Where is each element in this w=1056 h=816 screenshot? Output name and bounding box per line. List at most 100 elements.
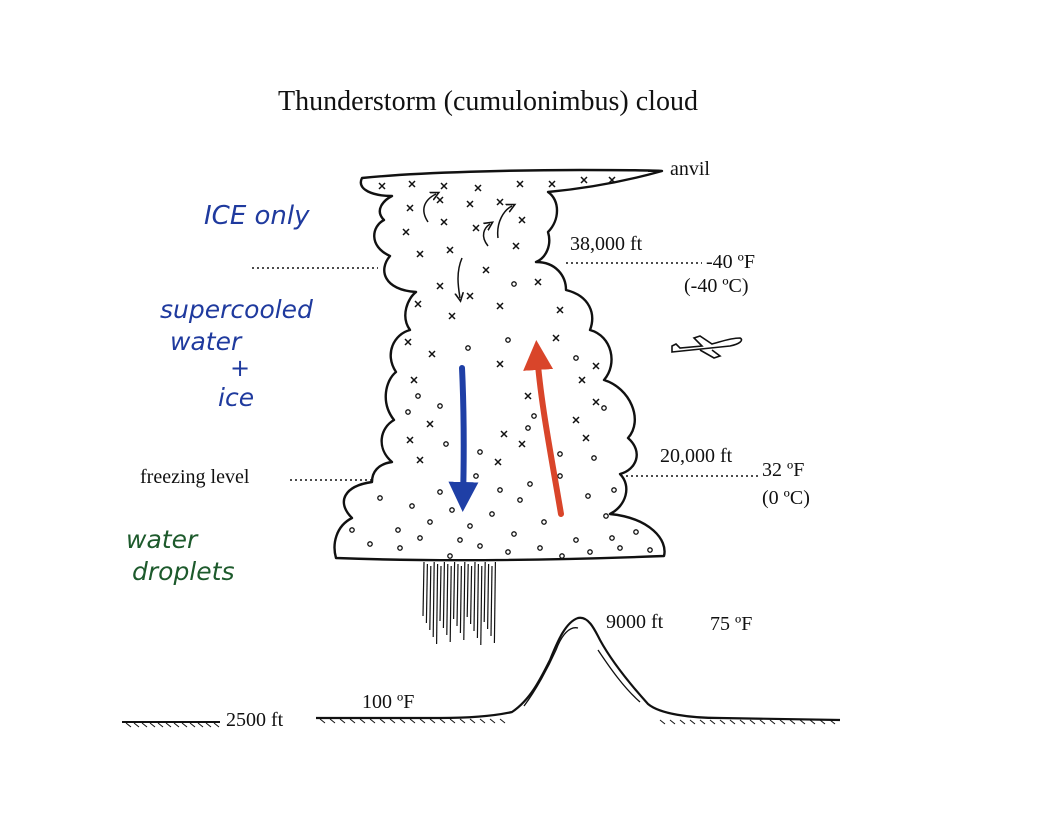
ground-hatch-mark — [749, 719, 756, 725]
ground-hatch-mark — [165, 722, 172, 728]
water-droplet-mark — [511, 281, 517, 287]
ice-crystal-mark — [516, 180, 524, 188]
ice-crystal-mark — [534, 278, 542, 286]
water-droplet-mark — [409, 503, 415, 509]
ground-hatch-mark — [133, 722, 140, 728]
water-droplet-mark — [531, 413, 537, 419]
water-droplet-mark — [473, 473, 479, 479]
water-droplet-mark — [591, 455, 597, 461]
ground-hatch-mark — [789, 719, 796, 725]
ground-hatch-mark — [449, 718, 456, 724]
ice-crystal-mark — [426, 420, 434, 428]
ground-hatch-mark — [149, 722, 156, 728]
water-droplet-mark — [405, 409, 411, 415]
ground-hatch-mark — [205, 722, 212, 728]
ice-crystal-mark — [518, 216, 526, 224]
ice-crystals — [378, 176, 616, 466]
rain-line — [470, 565, 473, 625]
ice-crystal-mark — [496, 198, 504, 206]
ice-crystal-mark — [552, 334, 560, 342]
ground-hatch-mark — [759, 719, 766, 725]
water-droplet-mark — [517, 497, 523, 503]
cloud-outline — [333, 168, 666, 562]
ice-crystal-mark — [436, 282, 444, 290]
rain-line — [466, 563, 469, 618]
water-droplet-mark — [505, 337, 511, 343]
ground-hatch-mark — [659, 719, 666, 725]
ice-crystal-mark — [402, 228, 410, 236]
ice-crystal-mark — [512, 242, 520, 250]
rain-line — [453, 561, 456, 620]
rain-line — [476, 563, 479, 639]
water-droplet-mark — [489, 511, 495, 517]
ground-hatch-mark — [829, 719, 836, 725]
ground-hatch-mark — [719, 719, 726, 725]
ice-crystal-mark — [524, 392, 532, 400]
water-droplet-mark — [603, 513, 609, 519]
label-alt-2500: 2500 ft — [226, 709, 284, 731]
ground-hatch-mark — [389, 718, 396, 724]
ground-hatch-mark — [197, 722, 204, 728]
label-temp-100f: 100 ºF — [362, 691, 414, 713]
water-droplet-mark — [367, 541, 373, 547]
rain-line — [463, 561, 466, 641]
water-droplet-mark — [601, 405, 607, 411]
water-droplet-mark — [465, 345, 471, 351]
rain-line — [439, 565, 442, 622]
ground-hatch-mark — [359, 718, 366, 724]
ground-hatch-mark — [213, 722, 220, 728]
water-droplet-mark — [647, 547, 653, 553]
water-droplet-mark — [397, 545, 403, 551]
ground-hatch-mark — [809, 719, 816, 725]
ground-hatch-mark — [489, 718, 496, 724]
water-droplet-mark — [417, 535, 423, 541]
water-droplet-mark — [541, 519, 547, 525]
rain-line — [442, 561, 445, 629]
ground-hatch-mark — [319, 718, 326, 724]
label-temp-75f: 75 ºF — [710, 613, 752, 635]
ground-hatching — [125, 718, 836, 728]
circulation-arrow-2 — [482, 224, 490, 247]
annotation-supercooled-line4: ice — [218, 383, 254, 412]
label-temp-32f: 32 ºF — [762, 459, 804, 481]
water-droplet-mark — [587, 549, 593, 555]
ice-crystal-mark — [378, 182, 386, 190]
ground-hatch-mark — [699, 719, 706, 725]
ground-hatch-mark — [689, 719, 696, 725]
ice-crystal-mark — [582, 434, 590, 442]
water-droplet-mark — [617, 545, 623, 551]
water-droplet-mark — [537, 545, 543, 551]
annotation-supercooled-line3: + — [230, 354, 250, 382]
ice-crystal-mark — [592, 398, 600, 406]
water-droplet-mark — [585, 493, 591, 499]
water-droplet-mark — [447, 553, 453, 559]
water-droplet-mark — [415, 393, 421, 399]
ground-hatch-mark — [379, 718, 386, 724]
ice-crystal-mark — [472, 224, 480, 232]
water-droplet-mark — [511, 531, 517, 537]
ice-crystal-mark — [466, 200, 474, 208]
ground-hatch-mark — [329, 718, 336, 724]
ice-crystal-mark — [404, 338, 412, 346]
ground-hatch-mark — [739, 719, 746, 725]
water-droplet-mark — [559, 553, 565, 559]
ground-hatch-mark — [141, 722, 148, 728]
ground-hatch-mark — [181, 722, 188, 728]
rain-line — [480, 565, 483, 646]
label-temp-0c: (0 ºC) — [762, 487, 810, 509]
ice-crystal-mark — [556, 306, 564, 314]
water-droplet-mark — [633, 529, 639, 535]
ice-crystal-mark — [474, 184, 482, 192]
water-droplet-mark — [395, 527, 401, 533]
ground-hatch-mark — [779, 719, 786, 725]
down-arrow-icon — [448, 365, 479, 512]
rain-line — [490, 565, 493, 637]
circulation-arrow-4 — [458, 257, 462, 298]
rain-line — [425, 563, 428, 624]
ice-crystal-mark — [500, 430, 508, 438]
water-droplet-mark — [525, 425, 531, 431]
water-droplet-mark — [427, 519, 433, 525]
ice-crystal-mark — [608, 176, 616, 184]
label-alt-20000: 20,000 ft — [660, 445, 733, 467]
